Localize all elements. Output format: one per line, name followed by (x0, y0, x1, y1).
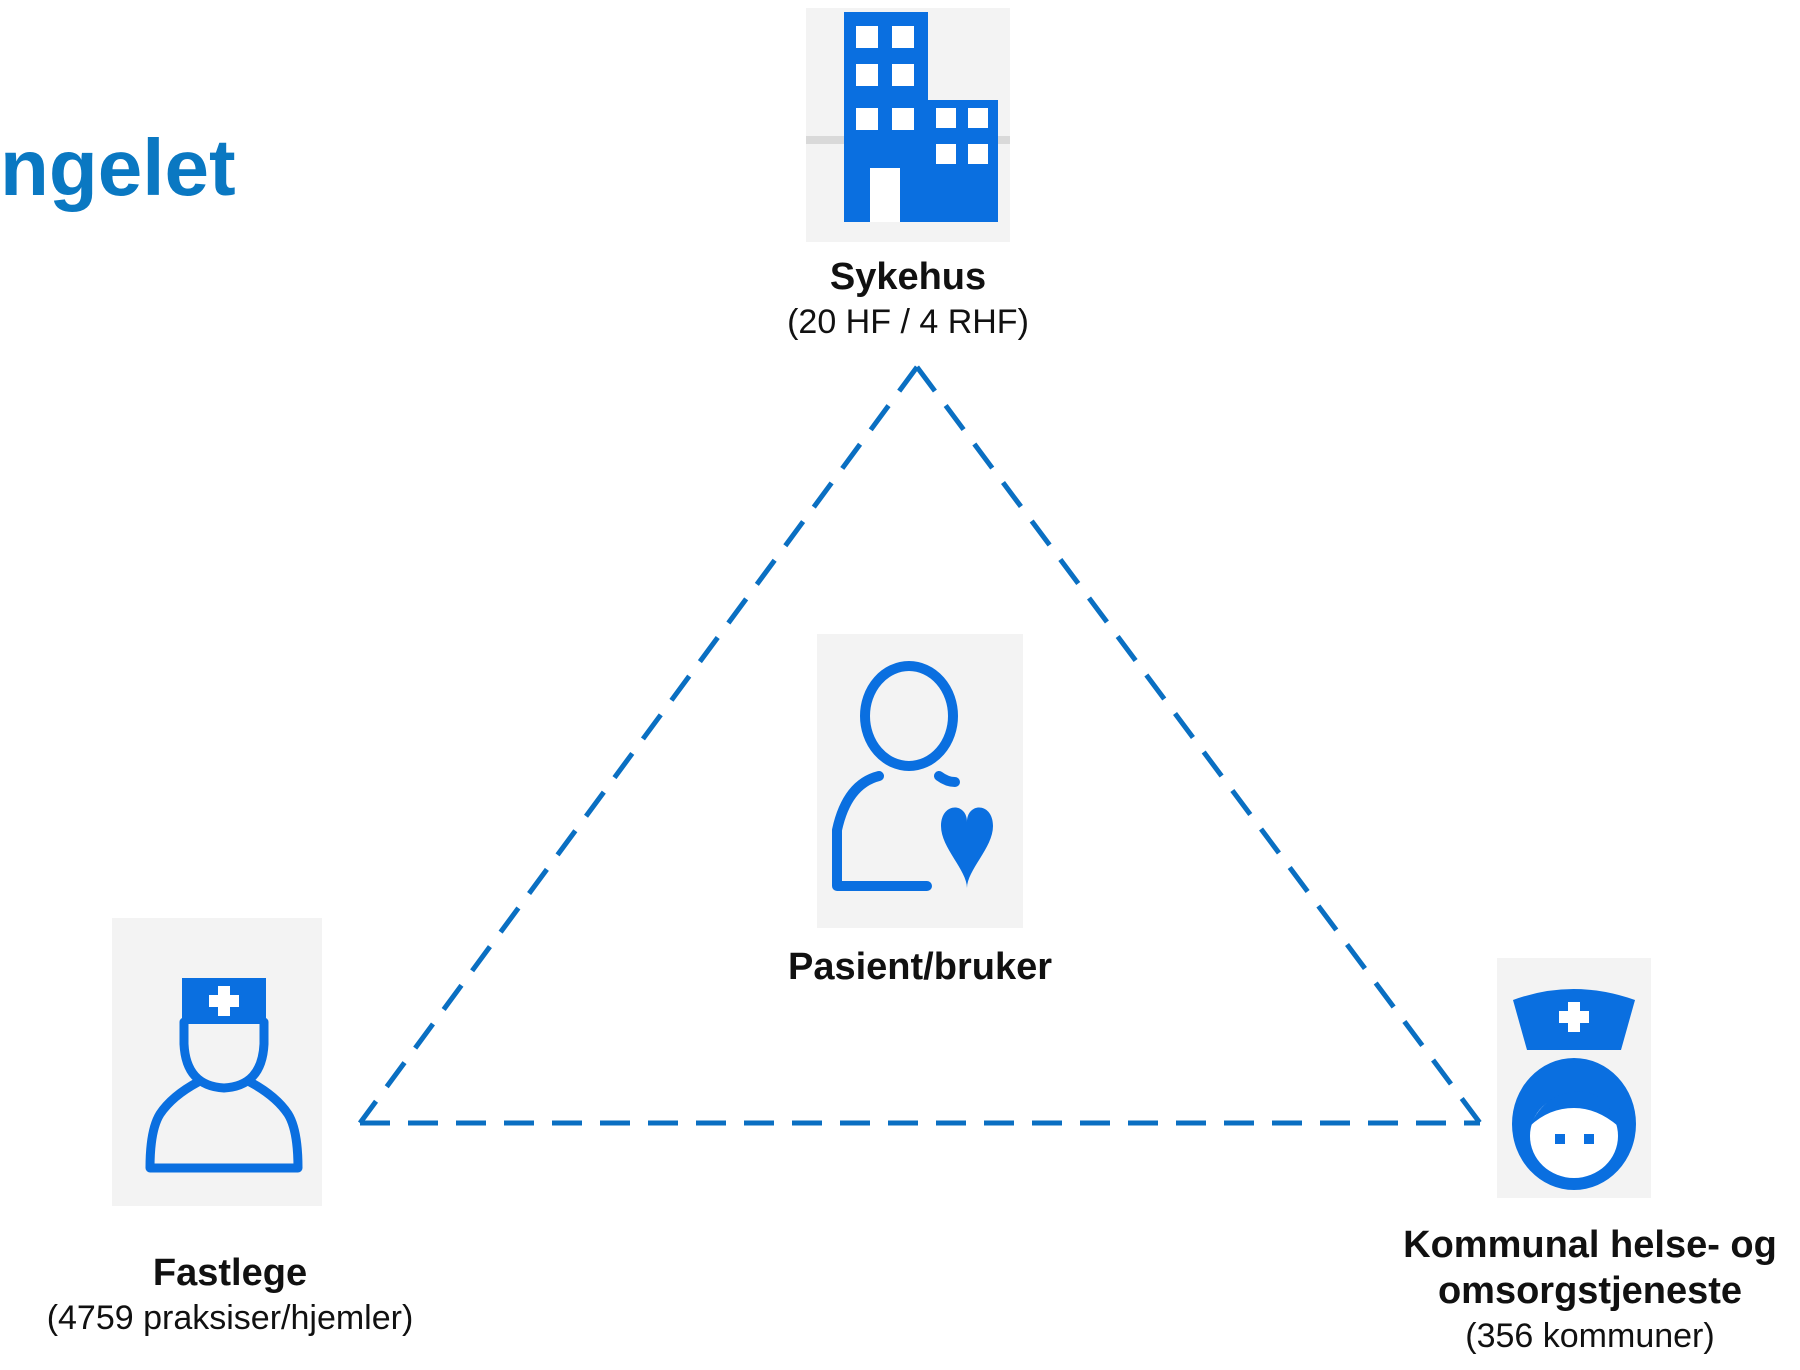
fastlege-label: Fastlege (4759 praksiser/hjemler) (30, 1250, 430, 1340)
fastlege-detail: (4759 praksiser/hjemler) (46, 1299, 414, 1337)
nurse-icon-box (1497, 958, 1651, 1198)
kommune-detail: (356 kommuner) (1465, 1317, 1715, 1355)
kommune-name-line2: omsorgstjeneste (1437, 1270, 1743, 1312)
sykehus-detail: (20 HF / 4 RHF) (787, 303, 1029, 341)
sykehus-label: Sykehus (20 HF / 4 RHF) (718, 254, 1098, 344)
patient-label: Pasient/bruker (720, 944, 1120, 990)
patient-icon-box (817, 634, 1023, 928)
kommune-label: Kommunal helse- og omsorgstjeneste (356 … (1385, 1222, 1795, 1358)
patient-name: Pasient/bruker (788, 946, 1052, 988)
doctor-icon (145, 978, 303, 1173)
sykehus-name: Sykehus (829, 256, 987, 298)
connector-sykehus-fastlege (357, 365, 920, 1125)
nurse-icon (1512, 989, 1636, 1190)
kommune-name-line1: Kommunal helse- og (1403, 1224, 1777, 1266)
hospital-building-icon (806, 12, 1010, 222)
connector-sykehus-kommune (914, 365, 1483, 1125)
page-title: ngelet (0, 123, 236, 212)
patient-heart-icon (832, 661, 993, 891)
hospital-icon-box (806, 8, 1010, 242)
doctor-icon-box (112, 918, 322, 1206)
fastlege-name: Fastlege (152, 1252, 308, 1294)
